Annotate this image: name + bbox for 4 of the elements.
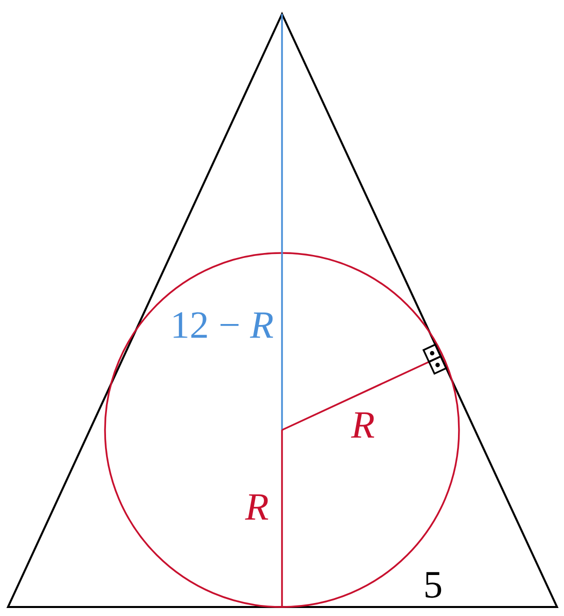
- length-label: R: [244, 494, 268, 520]
- length-label: 12 − R: [174, 312, 274, 338]
- length-label: 5: [426, 572, 442, 598]
- length-label: R: [350, 412, 374, 438]
